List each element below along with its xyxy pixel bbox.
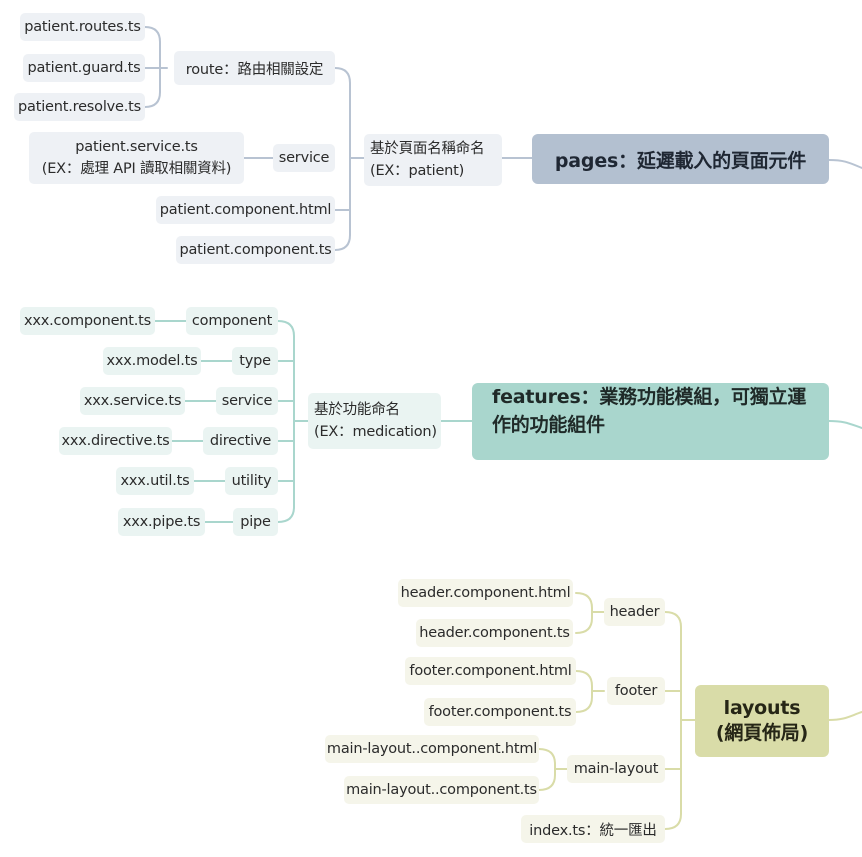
patient-component-html-node[interactable]: patient.component.html [156,196,335,224]
footer-component-ts-node[interactable]: footer.component.ts [424,698,576,726]
features-naming-group-node[interactable]: 基於功能命名 (EX：medication) [308,393,441,449]
pages-naming-group-line1: 基於頁面名稱命名 [370,141,485,157]
service-node[interactable]: service [273,144,335,172]
layouts-root-node[interactable]: layouts (網頁佈局) [695,685,829,757]
main-layout-node[interactable]: main-layout [567,755,665,783]
xxx-pipe-file-node[interactable]: xxx.pipe.ts [118,508,205,536]
footer-component-html-node[interactable]: footer.component.html [405,657,576,685]
patient-routes-file-node[interactable]: patient.routes.ts [20,13,145,41]
patient-service-line2: (EX：處理 API 讀取相關資料) [41,161,232,177]
xxx-service-file-node[interactable]: xxx.service.ts [80,387,185,415]
index-export-node[interactable]: index.ts：統一匯出 [521,815,665,843]
pipe-category-node[interactable]: pipe [233,508,278,536]
route-node[interactable]: route：路由相關設定 [174,51,335,85]
xxx-model-file-node[interactable]: xxx.model.ts [103,347,201,375]
header-component-html-node[interactable]: header.component.html [398,579,573,607]
header-component-ts-node[interactable]: header.component.ts [416,619,573,647]
main-layout-component-ts-node[interactable]: main-layout..component.ts [344,776,539,804]
service-category-node[interactable]: service [216,387,278,415]
xxx-util-file-node[interactable]: xxx.util.ts [116,467,194,495]
pages-naming-group-line2: (EX：patient) [370,163,465,179]
patient-guard-file-node[interactable]: patient.guard.ts [23,54,145,82]
footer-node[interactable]: footer [607,677,665,705]
utility-category-node[interactable]: utility [225,467,278,495]
layouts-root-line1: layouts [723,697,801,719]
header-node[interactable]: header [604,598,665,626]
main-layout-component-html-node[interactable]: main-layout..component.html [325,735,539,763]
features-naming-group-line1: 基於功能命名 [314,402,400,418]
patient-component-ts-node[interactable]: patient.component.ts [176,236,335,264]
component-category-node[interactable]: component [186,307,278,335]
patient-service-file-node[interactable]: patient.service.ts (EX：處理 API 讀取相關資料) [29,132,244,184]
layouts-root-line2: (網頁佈局) [715,722,809,744]
type-category-node[interactable]: type [232,347,278,375]
xxx-directive-file-node[interactable]: xxx.directive.ts [59,427,172,455]
pages-root-node[interactable]: pages：延遲載入的頁面元件 [532,134,829,184]
features-root-line1: features：業務功能模組，可獨立運 [492,386,807,408]
pages-naming-group-node[interactable]: 基於頁面名稱命名 (EX：patient) [364,134,502,186]
features-root-node[interactable]: features：業務功能模組，可獨立運 作的功能組件 [472,383,829,460]
patient-resolve-file-node[interactable]: patient.resolve.ts [14,93,145,121]
patient-service-line1: patient.service.ts [75,139,198,155]
xxx-component-file-node[interactable]: xxx.component.ts [20,307,155,335]
directive-category-node[interactable]: directive [203,427,278,455]
features-naming-group-line2: (EX：medication) [314,424,437,440]
features-root-line2: 作的功能組件 [492,414,605,436]
